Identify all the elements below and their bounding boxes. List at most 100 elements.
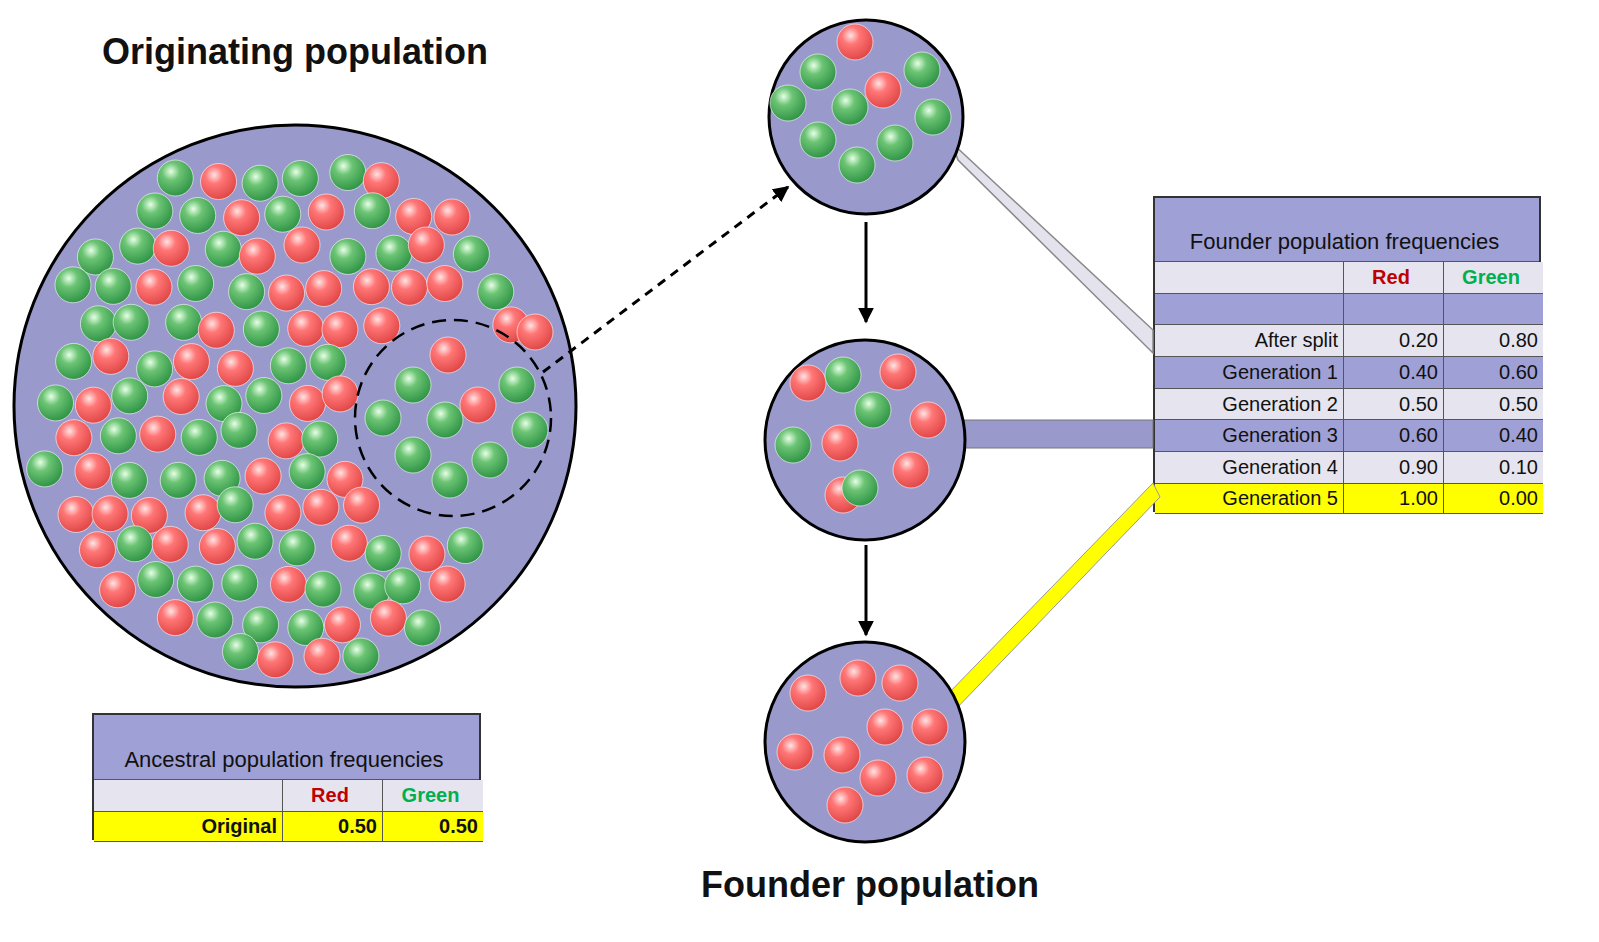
green-ball <box>310 344 346 380</box>
red-ball <box>865 72 901 108</box>
green-ball <box>404 610 440 646</box>
red-ball <box>58 496 94 532</box>
red-ball <box>304 638 340 674</box>
red-ball <box>427 266 463 302</box>
red-ball <box>284 227 320 263</box>
red-ball <box>199 528 235 564</box>
green-ball <box>205 231 241 267</box>
green-ball <box>80 306 116 342</box>
row-label: Generation 1 <box>1222 361 1338 384</box>
table-cell: 0.50 <box>383 812 483 842</box>
green-ball <box>56 343 92 379</box>
table-cell: 0.80 <box>1444 325 1543 357</box>
green-ball <box>95 268 131 304</box>
green-ball <box>354 193 390 229</box>
column-header: Green <box>1462 266 1520 289</box>
frequency-value: 0.40 <box>1399 361 1438 384</box>
table-header: Ancestral population frequencies <box>94 715 479 780</box>
red-ball <box>153 230 189 266</box>
green-ball <box>427 402 463 438</box>
frequency-value: 0.20 <box>1399 329 1438 352</box>
red-ball <box>322 312 358 348</box>
green-ball <box>365 535 401 571</box>
table-cell: 1.00 <box>1344 484 1444 514</box>
frequency-value: 0.10 <box>1499 456 1538 479</box>
red-ball <box>100 572 136 608</box>
arrow <box>865 545 868 635</box>
table-cell: Generation 4 <box>1155 452 1344 484</box>
red-ball <box>269 275 305 311</box>
table-cell: 0.10 <box>1444 452 1543 484</box>
table-header: Founder population frequencies <box>1155 198 1539 262</box>
green-ball <box>221 412 257 448</box>
green-ball <box>877 125 913 161</box>
founder-circle <box>765 642 965 842</box>
green-ball <box>180 197 216 233</box>
green-ball <box>775 427 811 463</box>
row-label: Generation 4 <box>1222 456 1338 479</box>
red-ball <box>239 238 275 274</box>
red-ball <box>822 425 858 461</box>
red-ball <box>290 385 326 421</box>
red-ball <box>92 496 128 532</box>
green-ball <box>160 462 196 498</box>
frequency-value: 0.50 <box>338 815 377 838</box>
red-ball <box>331 525 367 561</box>
table-cell: 0.40 <box>1344 357 1444 389</box>
green-ball <box>177 566 213 602</box>
red-ball <box>837 24 873 60</box>
table-cell: 0.50 <box>283 812 383 842</box>
green-ball <box>242 165 278 201</box>
red-ball <box>322 376 358 412</box>
green-ball <box>770 85 806 121</box>
column-header: Red <box>311 784 349 807</box>
green-ball <box>453 236 489 272</box>
red-ball <box>257 642 293 678</box>
table-cell <box>1444 294 1543 325</box>
ball-group <box>27 155 553 678</box>
table-cell <box>1344 294 1444 325</box>
band <box>952 143 1153 353</box>
row-label: Generation 2 <box>1222 393 1338 416</box>
band <box>962 420 1153 448</box>
red-ball <box>75 387 111 423</box>
dashed-arrow <box>543 187 788 372</box>
green-ball <box>243 311 279 347</box>
red-ball <box>777 734 813 770</box>
table-cell <box>1155 262 1344 294</box>
green-ball <box>330 155 366 191</box>
section-label: Founder population <box>600 864 1140 906</box>
frequency-value: 0.60 <box>1399 424 1438 447</box>
frequency-value: 0.40 <box>1499 424 1538 447</box>
red-ball <box>430 337 466 373</box>
green-ball <box>289 454 325 490</box>
red-ball <box>163 378 199 414</box>
red-ball <box>140 416 176 452</box>
green-ball <box>157 160 193 196</box>
sample-circle <box>355 320 551 516</box>
red-ball <box>434 199 470 235</box>
red-ball <box>907 757 943 793</box>
founder-circle <box>765 340 965 540</box>
red-ball <box>224 200 260 236</box>
founder-circle <box>769 20 963 214</box>
green-ball <box>855 392 891 428</box>
red-ball <box>370 600 406 636</box>
red-ball <box>173 344 209 380</box>
table-cell: Generation 2 <box>1155 389 1344 420</box>
band <box>945 483 1160 712</box>
population-title: Originating population <box>0 31 618 73</box>
green-ball <box>178 266 214 302</box>
frequency-value: 0.60 <box>1499 361 1538 384</box>
green-ball <box>343 638 379 674</box>
red-ball <box>409 536 445 572</box>
green-ball <box>800 54 836 90</box>
red-ball <box>912 709 948 745</box>
red-ball <box>157 600 193 636</box>
red-ball <box>75 453 111 489</box>
red-ball <box>308 194 344 230</box>
column-header: Red <box>1372 266 1410 289</box>
green-ball <box>265 196 301 232</box>
frequency-value: 0.50 <box>1499 393 1538 416</box>
red-ball <box>824 737 860 773</box>
